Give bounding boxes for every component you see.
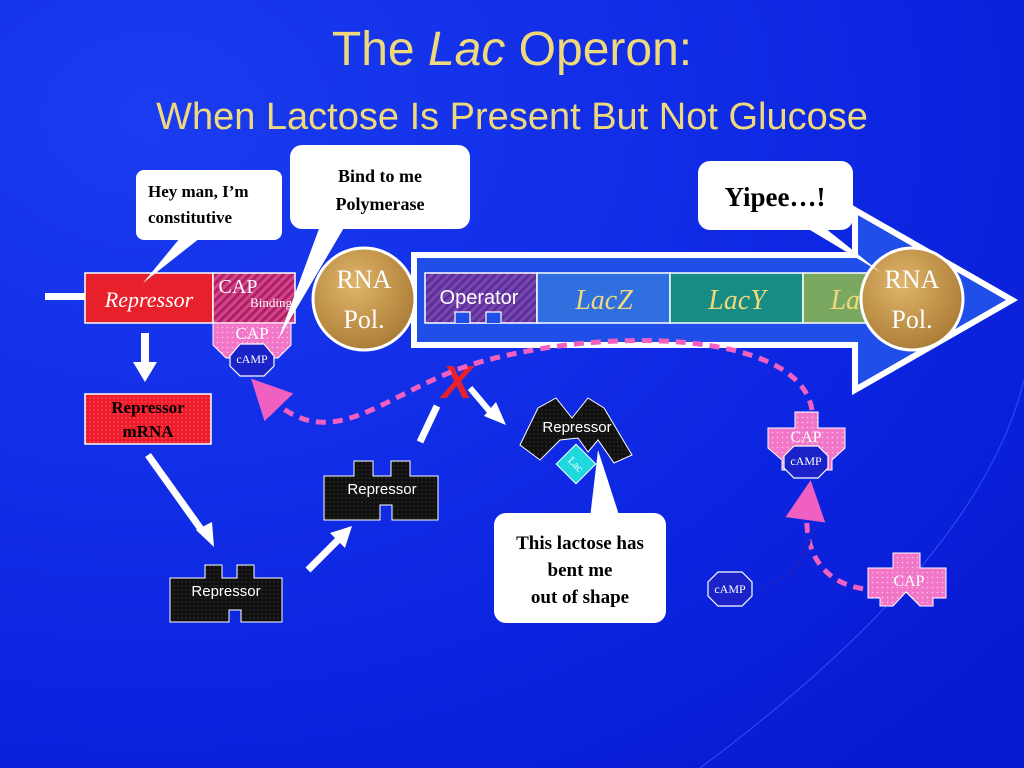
repressor-protein-bottom: Repressor — [169, 564, 283, 623]
cap-complex-label: CAP — [790, 429, 821, 446]
cap-site-sublabel: Binding — [250, 295, 292, 310]
operator-notch — [485, 311, 502, 323]
repressor-gene-label: Repressor — [104, 287, 194, 312]
camp-bound-label: cAMP — [236, 352, 268, 366]
camp-complex-shape — [783, 445, 829, 479]
rna-polymerase-left: RNA Pol. — [311, 246, 417, 352]
cap-camp-complex: CAP cAMP — [767, 411, 846, 479]
lacz-gene — [536, 272, 671, 324]
down-arrow — [133, 333, 157, 382]
lac-molecule — [555, 443, 597, 485]
yipee-text: Yipee…! — [725, 182, 826, 212]
page-subtitle: When Lactose Is Present But Not Glucose — [156, 96, 868, 138]
repressor-bottom-label: Repressor — [191, 583, 260, 600]
cap-free-label: CAP — [893, 573, 924, 590]
cap-binding-site — [212, 272, 296, 324]
dna-strand-left — [45, 293, 85, 300]
title-prefix: The — [331, 23, 428, 76]
arrowhead — [330, 526, 352, 548]
repressor-mrna: Repressor mRNA — [84, 393, 212, 445]
lactose-line2: bent me — [548, 560, 613, 581]
repressor-mrna-line2: mRNA — [123, 422, 175, 441]
camp-bound-shape — [229, 343, 275, 377]
cap-free: CAP — [867, 552, 947, 607]
camp-free-label: cAMP — [714, 582, 746, 596]
rna-pol-right-line2: Pol. — [891, 305, 932, 334]
lactose-line1: This lactose has — [516, 533, 644, 554]
operator-notch — [454, 311, 471, 323]
constitutive-line2: constitutive — [148, 208, 233, 227]
repressor-bent: Repressor Lac — [519, 397, 633, 485]
lactose-line3: out of shape — [531, 587, 629, 608]
title-suffix: Operon: — [505, 23, 693, 76]
background-curve — [699, 379, 1024, 768]
speech-bubble-lactose: This lactose has bent me out of shape — [494, 450, 666, 623]
repressor-gene — [84, 272, 214, 324]
lacz-label: LacZ — [574, 285, 633, 316]
cap-bound-label: CAP — [235, 324, 268, 343]
speech-bubble-yipee: Yipee…! — [698, 161, 880, 272]
speech-bubble-constitutive: Hey man, I’m constitutive — [136, 170, 282, 283]
arrow-operator-to-bent — [467, 386, 495, 416]
lacy-label: LacY — [707, 285, 769, 316]
repressor-middle-label: Repressor — [347, 481, 416, 498]
arrow-repressor-to-operator — [416, 404, 441, 444]
repressor-protein-middle: Repressor — [323, 460, 439, 521]
rna-pol-left-line1: RNA — [337, 265, 392, 294]
rna-polymerase-right: RNA Pol. — [859, 246, 965, 352]
cap-site-label: CAP — [219, 276, 258, 298]
camp-complex-label: cAMP — [790, 454, 822, 468]
lacy-gene — [669, 272, 804, 324]
title-italic: Lac — [427, 23, 506, 76]
constitutive-line1: Hey man, I’m — [148, 182, 249, 201]
rna-pol-right-line1: RNA — [885, 265, 940, 294]
blocked-x-mark: X — [439, 356, 475, 408]
camp-free: cAMP — [707, 571, 753, 607]
cap-cycle-path — [251, 338, 815, 425]
rna-pol-left-line2: Pol. — [343, 305, 384, 334]
arrowhead — [484, 402, 506, 425]
arrow-repressor-up — [305, 535, 343, 573]
bind-polymerase-line2: Polymerase — [336, 194, 425, 214]
operator-label: Operator — [440, 287, 519, 309]
page-title: The Lac Operon: — [0, 22, 1024, 77]
repressor-bent-label: Repressor — [542, 419, 611, 436]
bind-polymerase-line1: Bind to me — [338, 166, 422, 186]
cap-bound-complex: CAP cAMP — [212, 322, 292, 377]
operator-site — [424, 272, 538, 324]
repressor-mrna-line1: Repressor — [111, 398, 185, 417]
arrow-mrna-to-repressor — [145, 452, 206, 535]
speech-bubble-bind-polymerase: Bind to me Polymerase — [278, 145, 470, 340]
arrowhead — [196, 522, 214, 547]
